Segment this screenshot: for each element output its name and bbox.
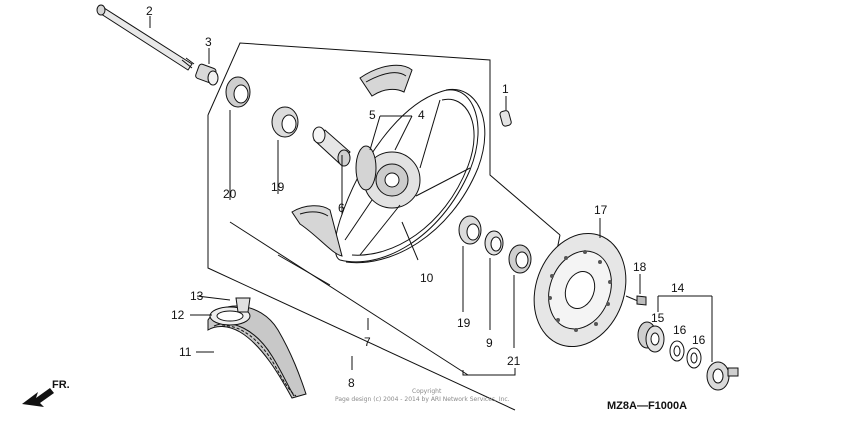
callout-20: 20: [223, 187, 237, 201]
callout-1: 1: [502, 82, 509, 96]
callout-15: 15: [651, 311, 665, 325]
diagram-code: MZ8A—F1000A: [607, 400, 687, 412]
dust-seal-right[interactable]: [508, 244, 532, 274]
callout-11: 11: [179, 345, 192, 359]
distance-collar[interactable]: [312, 126, 351, 167]
callout-16-b: 16: [692, 333, 706, 347]
bearing-right-inner[interactable]: [458, 215, 482, 245]
callout-10: 10: [420, 271, 434, 285]
front-axle[interactable]: [96, 4, 195, 71]
valve-cap[interactable]: [499, 110, 512, 127]
assembly-frame: [207, 42, 561, 411]
callout-13: 13: [190, 289, 204, 303]
washer-2[interactable]: [686, 347, 702, 369]
callout-21: 21: [507, 354, 521, 368]
washer-1[interactable]: [669, 340, 685, 362]
callout-3: 3: [205, 35, 212, 49]
rim-strip[interactable]: [235, 297, 251, 313]
rim-band-lower[interactable]: [291, 205, 343, 257]
callout-17: 17: [594, 203, 608, 217]
callout-5: 5: [369, 108, 376, 122]
callout-7: 7: [364, 335, 371, 349]
callout-16-a: 16: [673, 323, 687, 337]
callout-14: 14: [671, 281, 685, 295]
front-direction-arrow-icon: [22, 388, 54, 407]
callout-19-upper: 19: [271, 180, 285, 194]
front-wheel[interactable]: [334, 88, 486, 264]
rim-band-upper[interactable]: [359, 64, 413, 97]
disc-bolt[interactable]: [625, 295, 647, 306]
bearing-left-inner[interactable]: [271, 106, 299, 138]
callout-19-lower: 19: [457, 316, 471, 330]
callout-6: 6: [338, 201, 345, 215]
speedometer-gearbox[interactable]: [706, 361, 739, 391]
callout-18: 18: [633, 260, 647, 274]
callout-2: 2: [146, 4, 153, 18]
speedometer-gear[interactable]: [637, 321, 665, 353]
callout-4: 4: [418, 108, 425, 122]
copyright-label: Copyright: [412, 388, 442, 395]
callout-9: 9: [486, 336, 493, 350]
front-direction-label: FR.: [52, 379, 70, 391]
callout-12: 12: [171, 308, 185, 322]
copyright-notice: Page design (c) 2004 - 2014 by ARI Netwo…: [335, 396, 510, 403]
bearing-retainer[interactable]: [484, 230, 504, 256]
brake-disc[interactable]: [519, 220, 641, 359]
axle-collar[interactable]: [195, 63, 219, 86]
bearing-left-outer[interactable]: [225, 76, 251, 108]
callout-8: 8: [348, 376, 355, 390]
leader-lines: [149, 16, 713, 376]
